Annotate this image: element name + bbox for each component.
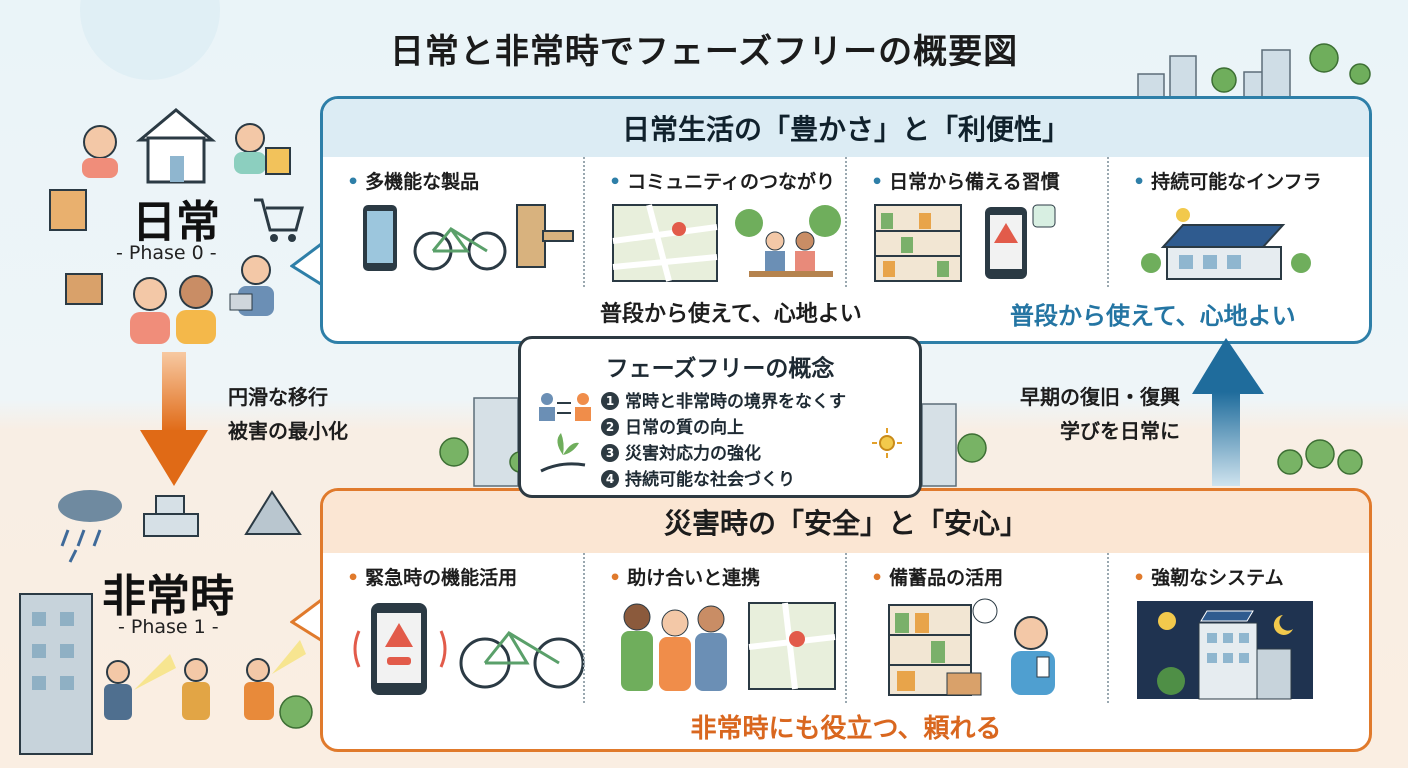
map-icon <box>748 602 836 690</box>
cart-icon <box>254 198 304 242</box>
daily-item-label: 持続可能なインフラ <box>1133 167 1369 194</box>
daily-item: 日常から備える習慣 <box>845 157 1107 287</box>
concept-point: 1 常時と非常時の境界をなくす <box>601 389 846 415</box>
emergency-item: 備蓄品の活用 <box>845 553 1107 703</box>
house-icon <box>135 108 217 184</box>
number-badge: 1 <box>601 392 619 410</box>
daily-panel-title: 日常生活の「豊かさ」と「利便性」 <box>323 99 1369 157</box>
solar-house-icon <box>1141 208 1311 280</box>
daily-item-label: コミュニティのつながり <box>609 167 845 194</box>
phone-alert-icon <box>353 603 447 695</box>
sun-flower-icon <box>872 428 902 458</box>
stockpile-shelf-icon <box>888 604 982 696</box>
daily-item-label: 多機能な製品 <box>347 167 583 194</box>
emergency-footer: 非常時にも役立つ、頼れる <box>690 714 1002 744</box>
concept-box: フェーズフリーの概念 1 常時と非常時の境界をなくす 2 日常の質の向上 3 災害対応… <box>518 336 922 498</box>
emergency-phase: - Phase 1 - <box>118 616 219 638</box>
landslide-icon <box>244 490 302 535</box>
page-title: 日常と非常時でフェーズフリーの概要図 <box>389 32 1019 72</box>
daily-footer-left: 普段から使えて、心地よい <box>600 302 862 327</box>
emergency-items: 緊急時の機能活用 助け合いと連携 備蓄品の活用 強靭なシステム <box>323 553 1369 703</box>
person-icon <box>234 123 266 174</box>
people-in-park-icon <box>735 205 841 277</box>
number-badge: 2 <box>601 418 619 436</box>
emergency-label: 非常時 <box>102 571 234 622</box>
map-icon <box>612 204 718 282</box>
furniture-icon <box>516 204 574 268</box>
concept-list: 1 常時と非常時の境界をなくす 2 日常の質の向上 3 災害対応力の強化 4 持続可能な… <box>601 389 846 493</box>
concept-point: 2 日常の質の向上 <box>601 415 846 441</box>
emergency-item-label: 備蓄品の活用 <box>871 563 1107 590</box>
exchange-people-icon <box>539 393 591 421</box>
concept-point: 3 災害対応力の強化 <box>601 441 846 467</box>
pantry-shelf-icon <box>874 204 962 282</box>
emergency-illustration <box>19 490 306 755</box>
sprout-in-hand-icon <box>540 433 586 473</box>
phone-alert-icon <box>985 204 1056 279</box>
daily-item: 多機能な製品 <box>323 157 583 287</box>
building-icon <box>143 495 199 537</box>
emergency-item: 強靭なシステム <box>1107 553 1369 703</box>
emergency-item: 緊急時の機能活用 <box>323 553 585 703</box>
smartphone-icon <box>363 205 397 271</box>
emergency-panel-title: 災害時の「安全」と「安心」 <box>323 491 1369 553</box>
daily-panel: 日常生活の「豊かさ」と「利便性」 多機能な製品 コミュニティのつながり 日常から… <box>320 96 1372 344</box>
down-arrow-icon <box>140 352 208 486</box>
bicycle-icon <box>459 631 585 689</box>
shopping-bag-icon <box>265 147 291 175</box>
daily-people-illustration <box>49 108 304 344</box>
number-badge: 4 <box>601 470 619 488</box>
transition-down-text: 円滑な移行 被害の最小化 <box>228 380 348 448</box>
person-with-drink-icon <box>972 598 1055 695</box>
concept-title: フェーズフリーの概念 <box>605 356 835 382</box>
concept-point-text: 持続可能な社会づくり <box>625 470 795 490</box>
emergency-item-label: 助け合いと連携 <box>609 563 845 590</box>
concept-point: 4 持続可能な社会づくり <box>601 467 846 493</box>
up-arrow-icon <box>1192 338 1264 486</box>
grocery-bag-icon <box>49 189 87 231</box>
grocery-box-icon <box>65 273 103 305</box>
daily-items: 多機能な製品 コミュニティのつながり 日常から備える習慣 持続可能なインフラ <box>323 157 1369 287</box>
rain-cloud-icon <box>58 490 122 563</box>
emergency-item-label: 強靭なシステム <box>1133 563 1369 590</box>
number-badge: 3 <box>601 444 619 462</box>
daily-item: 持続可能なインフラ <box>1107 157 1369 287</box>
daily-footer-right: 普段から使えて、心地よい <box>1010 302 1296 330</box>
damaged-building-icon <box>19 593 93 755</box>
helping-people-icon <box>621 603 727 691</box>
transition-up-line: 学びを日常に <box>1060 419 1180 443</box>
flashlight-people-icon <box>104 640 306 720</box>
transition-down-line: 被害の最小化 <box>228 419 348 443</box>
emergency-item-label: 緊急時の機能活用 <box>347 563 583 590</box>
concept-point-text: 災害対応力の強化 <box>625 444 761 464</box>
solar-building-night-icon <box>1137 601 1313 700</box>
person-icon <box>82 125 118 178</box>
emergency-panel: 災害時の「安全」と「安心」 緊急時の機能活用 助け合いと連携 備蓄品の活用 強靭… <box>320 488 1372 752</box>
daily-label: 日常 <box>132 197 220 248</box>
daily-phase: - Phase 0 - <box>116 242 217 264</box>
daily-item-label: 日常から備える習慣 <box>871 167 1107 194</box>
transition-up-text: 早期の復旧・復興 学びを日常に <box>996 380 1180 448</box>
emergency-item: 助け合いと連携 <box>583 553 845 703</box>
people-group-icon <box>130 255 274 344</box>
bicycle-icon <box>413 227 507 271</box>
concept-point-text: 常時と非常時の境界をなくす <box>625 392 846 412</box>
transition-down-line: 円滑な移行 <box>228 385 328 409</box>
concept-point-text: 日常の質の向上 <box>625 418 744 438</box>
daily-item: コミュニティのつながり <box>583 157 845 287</box>
laptop-icon <box>229 293 253 311</box>
concept-icons <box>539 393 591 473</box>
transition-up-line: 早期の復旧・復興 <box>1020 385 1180 409</box>
